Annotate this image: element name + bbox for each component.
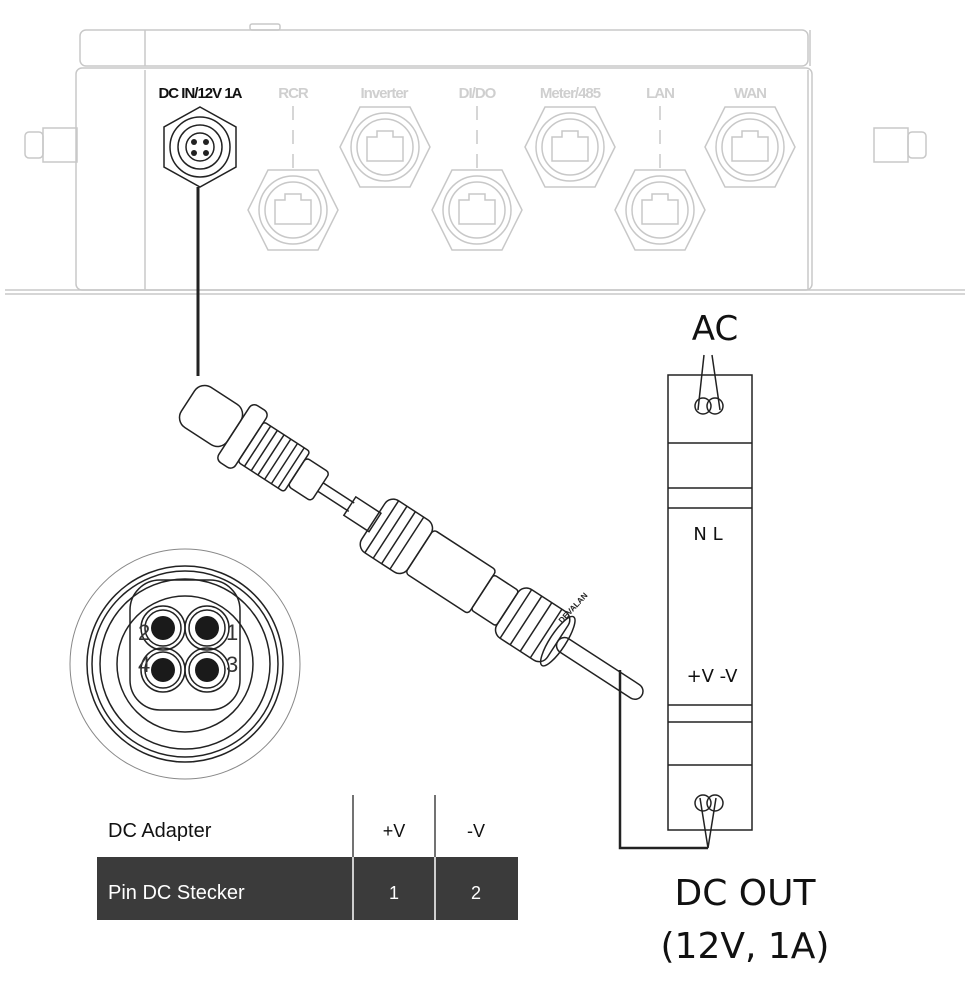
rj45-port-inverter — [339, 106, 431, 188]
table-header-adapter: DC Adapter — [108, 820, 212, 842]
side-fitting-left — [24, 127, 78, 163]
port-label-rcr: RCR — [278, 85, 309, 102]
rj45-port-lan — [614, 169, 706, 251]
pin-table: DC Adapter +V -V Pin DC Stecker 1 2 — [97, 795, 518, 920]
terminal-out-label: +V -V — [687, 666, 739, 687]
dc-out-rating: (12V, 1A) — [661, 926, 830, 967]
table-cell-pin-label: Pin DC Stecker — [108, 882, 245, 904]
pin-number-2: 2 — [138, 620, 150, 645]
side-fitting-right — [873, 127, 927, 163]
pin-socket — [184, 647, 230, 693]
table-cell-minus-v-pin: 2 — [471, 883, 481, 903]
pin-number-4: 4 — [138, 652, 150, 677]
pin-socket — [140, 647, 186, 693]
dc-out-label: DC OUT — [675, 873, 817, 914]
table-header-plus-v: +V — [383, 821, 406, 841]
rj45-port-dido — [431, 169, 523, 251]
dc-out-wire — [618, 670, 708, 850]
device-enclosure — [5, 23, 965, 295]
pin-number-3: 3 — [226, 652, 238, 677]
port-label-inverter: Inverter — [360, 85, 408, 102]
table-cell-plus-v-pin: 1 — [389, 883, 399, 903]
ac-label: AC — [692, 309, 738, 349]
dc-in-port — [163, 106, 237, 188]
pin-face: 2 1 4 3 — [69, 548, 301, 780]
rj45-port-meter — [524, 106, 616, 188]
connector-brand: DEVALAN — [557, 591, 590, 625]
table-header-minus-v: -V — [467, 821, 485, 841]
port-label-dc-in: DC IN/12V 1A — [158, 85, 242, 102]
plug-assembly: DEVALAN — [178, 384, 644, 701]
din-rail-psu — [667, 354, 753, 849]
rj45-port-wan — [704, 106, 796, 188]
rj45-port-rcr — [247, 169, 339, 251]
terminal-in-label: N L — [693, 524, 722, 545]
port-label-wan: WAN — [734, 85, 766, 102]
table-row-bg — [97, 857, 518, 920]
port-label-meter: Meter/485 — [540, 85, 601, 102]
port-leader-lines — [292, 106, 661, 170]
port-label-lan: LAN — [646, 85, 674, 102]
pin-socket — [184, 605, 230, 651]
port-label-dido: DI/DO — [459, 85, 497, 102]
pin-number-1: 1 — [226, 620, 238, 645]
